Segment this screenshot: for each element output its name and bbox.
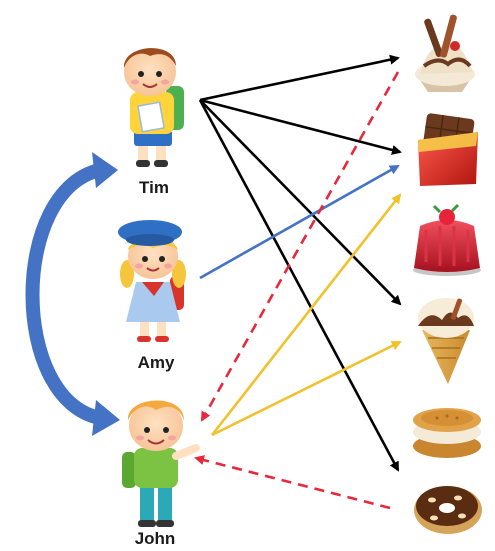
sundae-icon xyxy=(415,14,475,92)
tim-label: Tim xyxy=(139,178,169,197)
arrow-john-to-ice-cream-cone xyxy=(211,340,402,437)
arrow-tim-to-sundae xyxy=(199,54,400,102)
arrow-tim-to-ice-cream-cone xyxy=(199,99,402,306)
chocolate-bar-icon xyxy=(418,113,478,186)
arrow-tim-to-donut xyxy=(198,99,400,472)
jelly-icon xyxy=(413,203,481,276)
red-dashed-arrows xyxy=(194,71,400,510)
cookie-icon xyxy=(413,408,481,458)
curved-arrow xyxy=(25,152,120,436)
john-arrows xyxy=(210,193,402,437)
curved-arrow-head-bottom xyxy=(92,400,120,436)
curved-arrow-head-top xyxy=(92,152,118,188)
arrow-sundae-to-john xyxy=(200,71,400,422)
arrow-tim-to-chocolate-bar xyxy=(199,98,402,155)
arrow-donut-to-john xyxy=(194,455,391,510)
donut-icon xyxy=(414,486,482,534)
ice-cream-cone-icon xyxy=(418,298,474,384)
arrow-amy-to-chocolate-bar xyxy=(199,164,400,280)
john-figure xyxy=(122,400,200,527)
amy-figure xyxy=(118,220,186,342)
tim-figure xyxy=(123,48,184,167)
arrow-john-to-chocolate-bar xyxy=(210,193,402,436)
john-label: John xyxy=(135,529,176,548)
tim-arrows xyxy=(198,54,402,472)
amy-label: Amy xyxy=(138,353,175,372)
